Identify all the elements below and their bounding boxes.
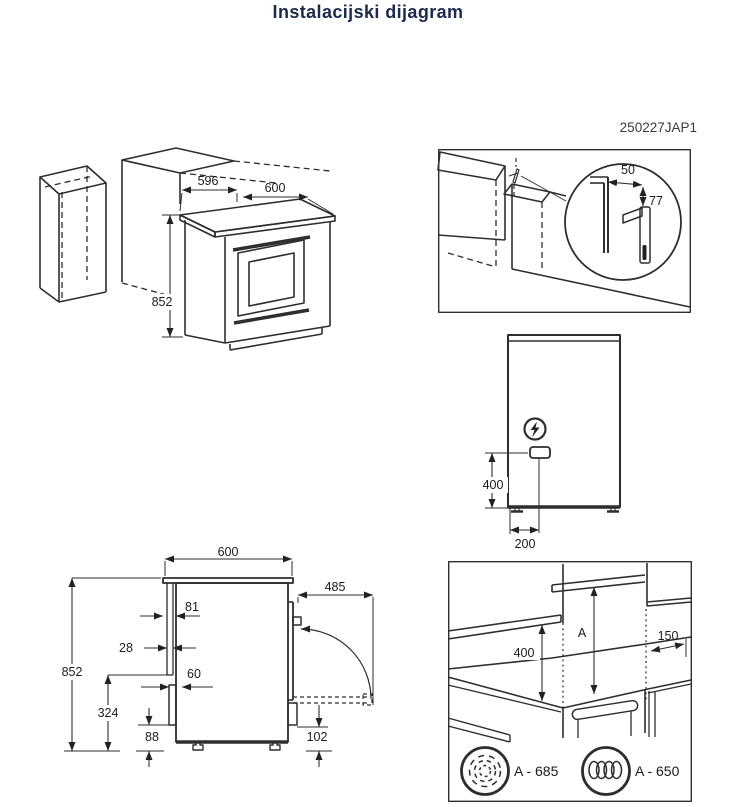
foot-front xyxy=(269,742,281,751)
left-cabinet xyxy=(437,151,506,268)
legend-fan-value: A - 685 xyxy=(514,763,559,779)
dim-81: 81 xyxy=(185,600,199,614)
right-cabinet xyxy=(503,183,691,308)
dim-88: 88 xyxy=(145,730,159,744)
wall-cabinet-left xyxy=(447,564,564,640)
drawing-iso-niche: 596 600 852 xyxy=(39,147,336,351)
bracket-large xyxy=(622,206,651,264)
coil-symbol-icon xyxy=(581,746,631,796)
dim-77: 77 xyxy=(649,194,663,208)
legend: A - 685 A - 650 xyxy=(460,746,680,796)
oven-door-window xyxy=(248,252,295,307)
drawing-clearance: 400 A 150 A - 685 A - 650 xyxy=(447,560,693,803)
foot-left xyxy=(511,507,523,513)
legend-coil-value: A - 650 xyxy=(635,763,680,779)
dim-852: 852 xyxy=(152,295,173,309)
dim-50: 50 xyxy=(621,163,635,177)
door-handle xyxy=(292,616,302,626)
dimensions: 600 485 81 28 60 324 852 xyxy=(54,545,374,767)
dim-400: 400 xyxy=(514,646,535,660)
page-title: Instalacijski dijagram xyxy=(272,2,464,22)
dim-600: 600 xyxy=(218,545,239,559)
dimensions: 400 200 xyxy=(478,452,539,551)
leader-line xyxy=(520,175,567,202)
dimensions: 596 600 852 xyxy=(144,174,334,338)
open-door-dashed xyxy=(293,693,373,706)
cooker-front xyxy=(562,689,646,738)
dim-A: A xyxy=(578,626,587,640)
foot-rear xyxy=(192,742,204,751)
rear-spacer xyxy=(168,684,177,726)
dim-200: 200 xyxy=(515,537,536,551)
left-cabinet xyxy=(39,165,107,303)
dim-150: 150 xyxy=(658,629,679,643)
terminal-box xyxy=(529,446,551,459)
cooker-rear xyxy=(507,334,621,513)
dim-485: 485 xyxy=(325,580,346,594)
clearance-frame xyxy=(447,560,693,803)
drawing-rear-view: 400 200 xyxy=(478,334,621,551)
oven-handle xyxy=(571,699,639,721)
cooker-side xyxy=(162,577,373,751)
dim-400: 400 xyxy=(483,478,504,492)
dim-324: 324 xyxy=(98,706,119,720)
magnifier-circle: 50 77 xyxy=(564,163,682,281)
cooker-isometric xyxy=(179,198,336,351)
electrical-connection-icon xyxy=(523,417,547,441)
foot-right xyxy=(607,507,619,513)
oven-door xyxy=(237,239,305,317)
dim-28: 28 xyxy=(119,641,133,655)
bridge-shelf xyxy=(551,574,646,593)
right-cabinet xyxy=(121,147,331,299)
drawing-side-view: 600 485 81 28 60 324 852 xyxy=(54,545,374,767)
door-swing-arc xyxy=(300,625,372,700)
wall-cabinet-right xyxy=(646,563,692,607)
fan-symbol-icon xyxy=(460,746,510,796)
counters-and-hob xyxy=(447,636,692,743)
dim-60: 60 xyxy=(187,667,201,681)
drawing-bracket-detail: 50 77 xyxy=(437,148,692,314)
dimensions: 400 A 150 xyxy=(509,587,687,701)
document-code: 250227JAP1 xyxy=(619,120,697,135)
dim-600: 600 xyxy=(265,181,286,195)
dim-596: 596 xyxy=(198,174,219,188)
dim-102: 102 xyxy=(307,730,328,744)
dim-852: 852 xyxy=(62,665,83,679)
detail-frame xyxy=(437,148,692,314)
